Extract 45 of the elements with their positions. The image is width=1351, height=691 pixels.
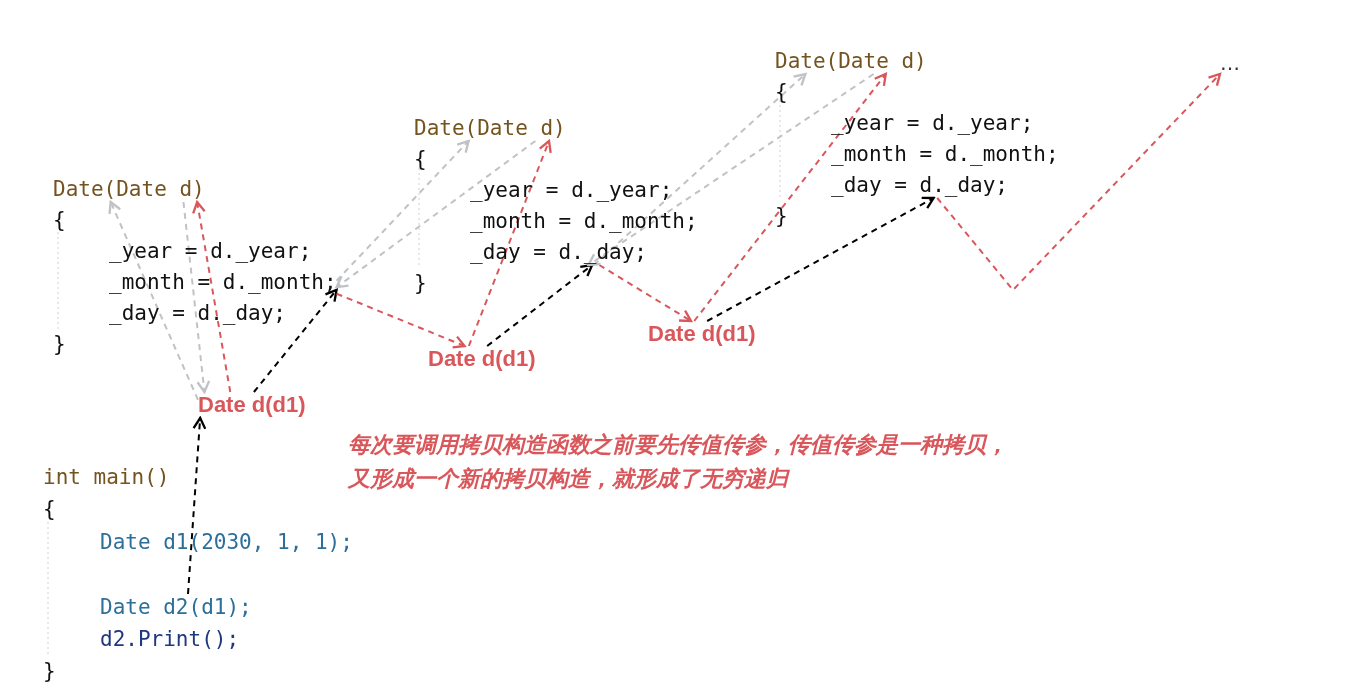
- arrow: [598, 264, 693, 323]
- arrow: [467, 139, 552, 347]
- code-line: }: [775, 203, 788, 229]
- arrow: [335, 292, 466, 349]
- arrow: [693, 72, 887, 322]
- arrow: [335, 140, 537, 289]
- code-line: Date d1(2030, 1, 1);: [100, 529, 353, 555]
- code-line: Date d2(d1);: [100, 594, 252, 620]
- code-line: {: [414, 146, 427, 172]
- code-line: {: [775, 79, 788, 105]
- code-line: _month = d._month;: [470, 208, 698, 234]
- arrow: [706, 196, 935, 322]
- code-line: }: [43, 658, 56, 684]
- code-line: _year = d._year;: [831, 110, 1034, 136]
- code-line: {: [53, 207, 66, 233]
- arrow: [587, 73, 875, 267]
- code-line: }: [53, 331, 66, 357]
- code-line: {: [43, 496, 56, 522]
- code-line: int main(): [43, 464, 170, 490]
- code-line: }: [414, 270, 427, 296]
- code-line: d2.Print();: [100, 626, 240, 652]
- code-line: _year = d._year;: [470, 177, 673, 203]
- code-line: Date(Date d): [414, 115, 566, 141]
- arrow: [486, 263, 594, 347]
- code-line: _day = d._day;: [109, 300, 286, 326]
- arrow: [335, 139, 470, 282]
- ellipsis-text: …: [1220, 52, 1240, 74]
- code-line: _day = d._day;: [470, 239, 647, 265]
- call-label: Date d(d1): [428, 346, 536, 372]
- annotation-note: 每次要调用拷贝构造函数之前要先传值传参，传值传参是一种拷贝，又形成一个新的拷贝构造，就形成了无穷递归: [348, 431, 1009, 493]
- arrow: [187, 416, 207, 595]
- call-label: Date d(d1): [198, 392, 306, 418]
- arrow: [182, 201, 211, 394]
- code-line: _month = d._month;: [109, 269, 337, 295]
- code-line: _year = d._year;: [109, 238, 312, 264]
- code-line: _day = d._day;: [831, 172, 1008, 198]
- arrow: [936, 72, 1222, 292]
- call-label: Date d(d1): [648, 321, 756, 347]
- code-line: _month = d._month;: [831, 141, 1059, 167]
- arrow: [192, 200, 232, 393]
- arrow: [108, 200, 199, 401]
- arrow: [252, 288, 338, 393]
- code-line: Date(Date d): [775, 48, 927, 74]
- code-line: Date(Date d): [53, 176, 205, 202]
- arrow: [592, 72, 807, 266]
